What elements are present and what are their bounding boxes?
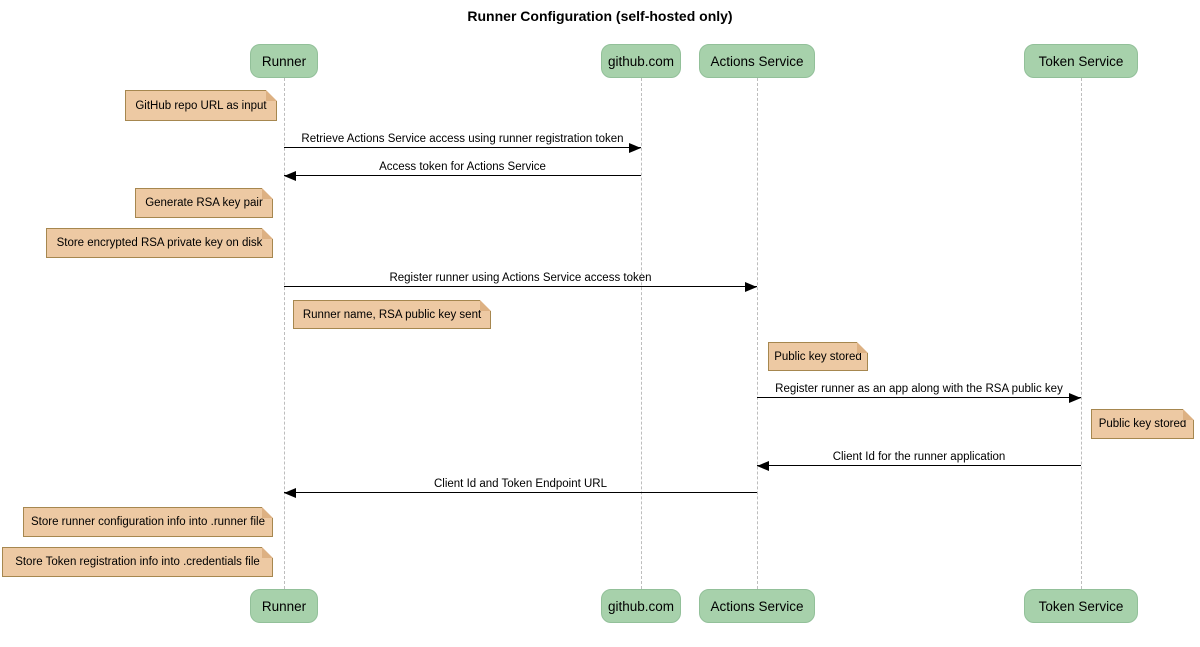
participant-actions-service-bottom: Actions Service xyxy=(699,589,815,623)
participant-label: github.com xyxy=(607,598,675,614)
lifeline-token-service xyxy=(1081,78,1082,589)
note-store-credentials-file: Store Token registration info into .cred… xyxy=(2,547,273,577)
note-text: Generate RSA key pair xyxy=(145,197,263,209)
arrowhead-left-icon xyxy=(284,488,296,498)
message-register-runner: Register runner using Actions Service ac… xyxy=(284,272,757,292)
note-runner-name-sent: Runner name, RSA public key sent xyxy=(293,300,491,329)
arrowhead-left-icon xyxy=(284,171,296,181)
message-label: Register runner using Actions Service ac… xyxy=(389,272,652,284)
diagram-title: Runner Configuration (self-hosted only) xyxy=(467,8,733,24)
note-public-key-stored-actions: Public key stored xyxy=(768,342,868,371)
note-text: Public key stored xyxy=(1098,418,1187,430)
message-retrieve-access: Retrieve Actions Service access using ru… xyxy=(284,133,641,153)
message-line xyxy=(284,147,641,148)
message-client-id-endpoint: Client Id and Token Endpoint URL xyxy=(284,478,757,498)
message-access-token: Access token for Actions Service xyxy=(284,161,641,181)
participant-token-service-top: Token Service xyxy=(1024,44,1138,78)
participant-label: Token Service xyxy=(1038,598,1124,614)
note-text: Store runner configuration info into .ru… xyxy=(31,516,265,528)
participant-label: Runner xyxy=(261,598,307,614)
arrowhead-left-icon xyxy=(757,461,769,471)
message-client-id: Client Id for the runner application xyxy=(757,451,1081,471)
lifeline-github xyxy=(641,78,642,589)
participant-actions-service-top: Actions Service xyxy=(699,44,815,78)
participant-runner-top: Runner xyxy=(250,44,318,78)
note-text: Store Token registration info into .cred… xyxy=(15,556,260,568)
message-label: Retrieve Actions Service access using ru… xyxy=(301,133,624,145)
message-register-app: Register runner as an app along with the… xyxy=(757,383,1081,403)
participant-label: Runner xyxy=(261,53,307,69)
note-text: Runner name, RSA public key sent xyxy=(302,308,482,321)
arrowhead-right-icon xyxy=(745,282,757,292)
note-repo-url: GitHub repo URL as input xyxy=(125,90,277,121)
participant-token-service-bottom: Token Service xyxy=(1024,589,1138,623)
message-label: Access token for Actions Service xyxy=(379,161,546,173)
message-label: Client Id for the runner application xyxy=(832,451,1006,463)
note-store-runner-file: Store runner configuration info into .ru… xyxy=(23,507,273,537)
message-line xyxy=(757,397,1081,398)
participant-github-top: github.com xyxy=(601,44,681,78)
arrowhead-right-icon xyxy=(629,143,641,153)
message-line xyxy=(284,286,757,287)
message-line xyxy=(284,175,641,176)
note-text: Store encrypted RSA private key on disk xyxy=(56,237,263,249)
note-store-private-key: Store encrypted RSA private key on disk xyxy=(46,228,273,258)
participant-label: Token Service xyxy=(1038,53,1124,69)
participant-github-bottom: github.com xyxy=(601,589,681,623)
message-label: Register runner as an app along with the… xyxy=(775,383,1063,395)
participant-label: Actions Service xyxy=(710,53,804,69)
participant-runner-bottom: Runner xyxy=(250,589,318,623)
arrowhead-right-icon xyxy=(1069,393,1081,403)
message-label: Client Id and Token Endpoint URL xyxy=(433,478,608,490)
note-public-key-stored-token: Public key stored xyxy=(1091,409,1194,439)
message-line xyxy=(757,465,1081,466)
participant-label: Actions Service xyxy=(710,598,804,614)
lifeline-runner xyxy=(284,78,285,589)
message-line xyxy=(284,492,757,493)
participant-label: github.com xyxy=(607,53,675,69)
note-text: Public key stored xyxy=(774,350,862,363)
lifeline-actions-service xyxy=(757,78,758,589)
note-text: GitHub repo URL as input xyxy=(135,99,267,112)
note-generate-rsa: Generate RSA key pair xyxy=(135,188,273,218)
